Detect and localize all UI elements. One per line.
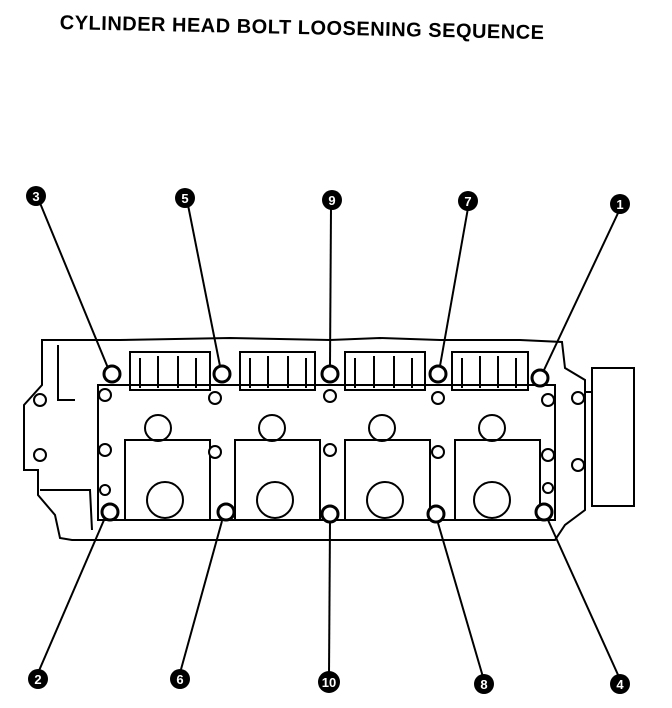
spark-plug-bosses (144, 414, 506, 442)
callout-8: 8 (474, 674, 494, 694)
callout-7: 7 (458, 191, 478, 211)
cylinder-head-outline (23, 336, 586, 541)
callout-8-label: 8 (480, 677, 487, 692)
callout-5-label: 5 (181, 191, 188, 206)
upper-towers (129, 351, 529, 391)
callout-9: 9 (322, 190, 342, 210)
bolt-1 (530, 368, 550, 388)
bolt-6 (216, 502, 236, 522)
callout-6: 6 (170, 669, 190, 689)
left-end-detail (57, 345, 75, 401)
callout-1: 1 (610, 194, 630, 214)
callout-4: 4 (610, 674, 630, 694)
callout-2: 2 (28, 669, 48, 689)
bolt-7 (428, 364, 448, 384)
bolt-9 (320, 364, 340, 384)
callout-3: 3 (26, 186, 46, 206)
bolt-10 (320, 504, 340, 524)
bolt-2 (100, 502, 120, 522)
bolt-5 (212, 364, 232, 384)
callout-2-label: 2 (34, 672, 41, 687)
head-bolts (100, 364, 554, 524)
callout-4-label: 4 (616, 677, 624, 692)
leader-lines (37, 202, 620, 678)
callout-6-label: 6 (176, 672, 183, 687)
callout-3-label: 3 (32, 189, 39, 204)
callout-9-label: 9 (328, 193, 335, 208)
bolt-3 (102, 364, 122, 384)
callout-10-label: 10 (322, 675, 336, 690)
callout-1-label: 1 (616, 197, 623, 212)
callout-7-label: 7 (464, 194, 471, 209)
aux-bolts (33, 388, 585, 496)
bolt-4 (534, 502, 554, 522)
deck-surface (97, 384, 556, 521)
bolt-8 (426, 504, 446, 524)
left-lower-detail (40, 489, 93, 531)
callout-5: 5 (175, 188, 195, 208)
end-plate (591, 367, 635, 507)
callout-10: 10 (318, 671, 340, 693)
